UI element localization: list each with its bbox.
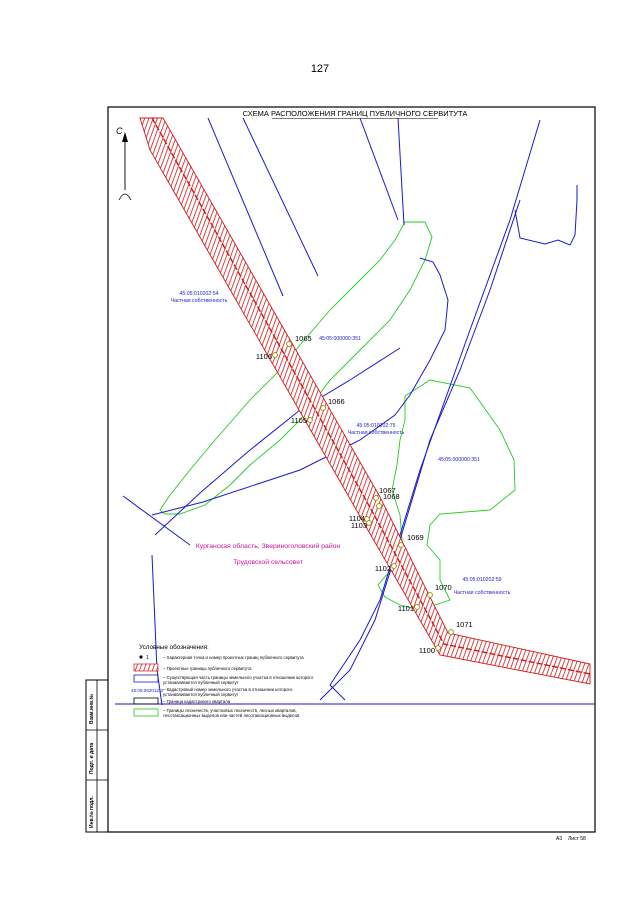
legend-symbol-label: 1 [146, 655, 149, 661]
legend-item: – Существующая часть границы земельного … [163, 675, 315, 685]
characteristic-point-label: 1067 [379, 486, 396, 495]
characteristic-point-label: 1070 [435, 583, 452, 592]
legend: Условные обозначения: 1 – Характерная то… [131, 643, 315, 718]
characteristic-point-marker [376, 503, 382, 509]
legend-item-text: – Существующая часть границы земельного … [163, 675, 314, 680]
parcel-ownership: Частная собственность [348, 430, 405, 436]
parcel-ownership: Частная собственность [454, 590, 511, 596]
legend-item-text: устанавливается публичный сервитут [163, 692, 239, 697]
legend-item: – Границы лесничеств, участковых лесниче… [163, 708, 300, 718]
stamp-cell: Взам.инв.№ [89, 694, 95, 724]
legend-quarter-swatch [133, 697, 159, 705]
legend-item: – Характерная точка и номер проектных гр… [163, 655, 304, 660]
characteristic-point-label: 1071 [456, 620, 473, 629]
legend-servitude-swatch [133, 663, 159, 672]
stamp-cell: Подп. и дата [89, 743, 95, 774]
characteristic-point-marker [435, 645, 441, 651]
location-settlement: Трудовской сельсовет [233, 558, 303, 566]
legend-item: – Проектные границы публичного сервитута [163, 666, 252, 671]
characteristic-point-marker [366, 520, 372, 526]
legend-item: – Кадастровый номер земельного участка в… [163, 687, 294, 697]
servitude-axis [151, 117, 591, 675]
characteristic-point-marker [414, 604, 420, 610]
north-arrow-icon [118, 132, 132, 201]
location-region: Курганская область, Звериноголовский рай… [196, 542, 341, 550]
characteristic-point-marker [272, 352, 278, 358]
sheet-frame [107, 106, 596, 833]
characteristic-point-marker [427, 592, 433, 598]
characteristic-point-label: 1065 [295, 334, 312, 343]
characteristic-point-label: 1104 [349, 514, 365, 523]
characteristic-point-label: 1106 [256, 352, 272, 361]
stamp-cell: Инв.№ подл. [89, 796, 95, 828]
sheet-format: А3 [556, 836, 562, 842]
characteristic-point-label: 1100 [419, 646, 435, 655]
legend-heading: Условные обозначения: [139, 643, 209, 651]
legend-point-symbol [139, 655, 143, 659]
parcel-boundary [115, 117, 595, 706]
characteristic-point-label: 1101 [398, 604, 414, 613]
characteristic-point-marker [448, 629, 454, 635]
map-title: СХЕМА РАСПОЛОЖЕНИЯ ГРАНИЦ ПУБЛИЧНОГО СЕР… [243, 109, 468, 118]
characteristic-point-marker [320, 405, 326, 411]
characteristic-point-label: 1069 [407, 533, 424, 542]
north-label: С [116, 126, 123, 136]
legend-item-text: – Границы лесничеств, участковых лесниче… [163, 708, 297, 713]
legend-parcel-swatch [133, 674, 159, 683]
characteristic-point-marker [391, 563, 397, 569]
parcel-number: 45:05:010202:75 [357, 423, 396, 429]
forest-boundary [159, 221, 516, 611]
servitude-area [139, 117, 591, 685]
characteristic-point-marker [398, 542, 404, 548]
page-number: 127 [310, 63, 330, 75]
characteristic-point-label: 1102 [375, 564, 391, 573]
characteristic-point-label: 1103 [351, 521, 367, 530]
legend-item-text: устанавливается публичный сервитут [163, 680, 239, 685]
side-stamp: Взам.инв.№ Подп. и дата Инв.№ подл. [85, 679, 109, 833]
characteristic-point-label: 1105 [291, 416, 307, 425]
parcel-number: 45:05:000000:351 [319, 336, 361, 342]
characteristic-point-marker [373, 495, 379, 501]
parcel-number: 45:05:000000:351 [438, 457, 480, 463]
legend-item: – Граница кадастрового квартала [163, 699, 231, 704]
legend-item-text: – Кадастровый номер земельного участка в… [163, 687, 293, 692]
characteristic-point-label: 1066 [328, 397, 345, 406]
characteristic-point-label: 1068 [383, 492, 400, 501]
characteristic-point-marker [307, 417, 313, 423]
legend-symbol-label: 45:05:052012:3 [131, 688, 163, 693]
legend-forest-swatch [133, 708, 159, 717]
legend-item-text: лесотаксационных выделов или частей лесо… [163, 713, 300, 718]
parcel-ownership: Частная собственность [171, 298, 228, 304]
sheet-number: Лист 58 [568, 836, 586, 842]
parcel-number: 45:05:010202:54 [180, 291, 219, 297]
parcel-number: 45:05:010202:59 [463, 577, 502, 583]
characteristic-point-marker [286, 341, 292, 347]
